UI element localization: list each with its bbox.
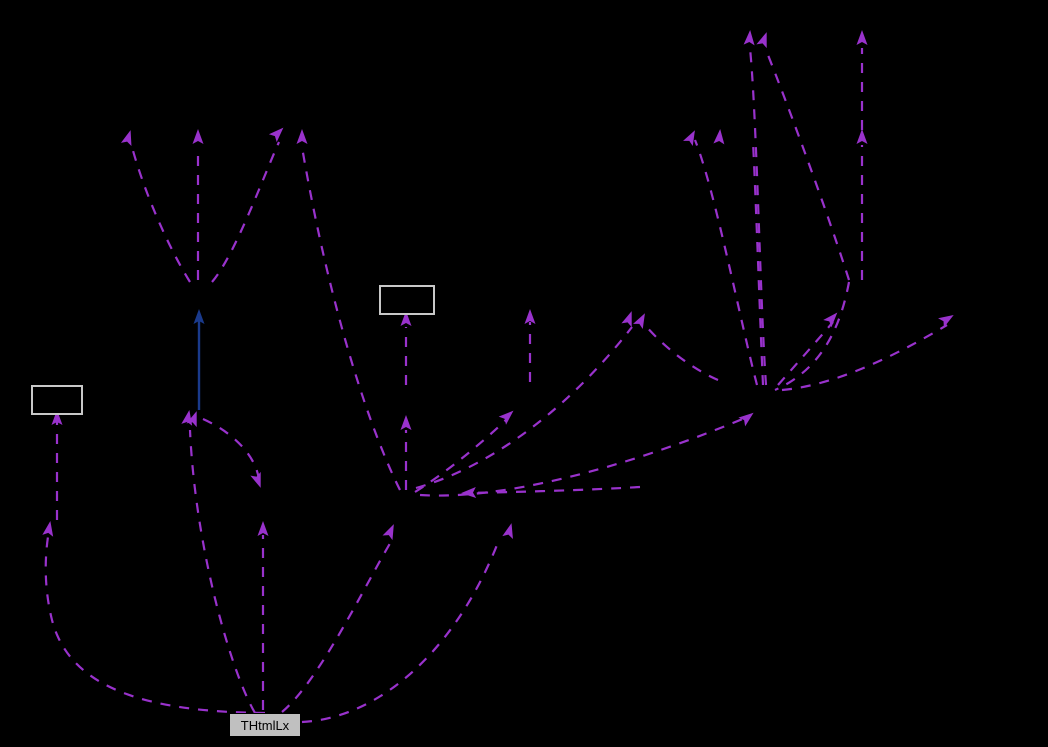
arrow-to-hub-d	[738, 412, 754, 427]
graph-edge	[202, 417, 261, 481]
graph-edge	[777, 321, 834, 386]
arrow-top-left-pair-b	[756, 32, 767, 49]
graph-edge	[419, 416, 746, 497]
graph-edge	[781, 324, 948, 392]
graph-edge	[464, 485, 641, 495]
arrow-conv-upper-b	[633, 313, 645, 330]
graph-edge	[44, 524, 266, 715]
graph-node-thtmllx[interactable]: THtmlLx	[229, 713, 301, 737]
arrow-top-vertical-1	[192, 129, 204, 144]
graph-edge	[188, 429, 256, 714]
graph-edge	[301, 544, 499, 724]
graph-edge	[644, 324, 719, 382]
arrow-hub-a-vertical	[257, 521, 269, 536]
arrow-hub-c-vertical	[400, 415, 412, 430]
arrow-to-box-left	[51, 410, 63, 425]
arrow-top-left-pair-a	[743, 30, 755, 46]
arrow-right-col-top	[856, 30, 868, 45]
arrow-top-left-diag	[120, 130, 132, 147]
graph-edge	[693, 139, 759, 386]
arrow-mid-standalone	[524, 309, 536, 324]
graph-node-box-mid[interactable]	[379, 285, 435, 315]
arrow-hub-e-right-short	[823, 312, 838, 328]
graph-node-label: THtmlLx	[240, 717, 290, 733]
arrow-to-box-mid	[400, 311, 412, 326]
arrow-right-col-mid	[856, 129, 868, 144]
graph-edge	[748, 47, 768, 386]
arrow-conv-upper-a	[621, 311, 632, 328]
graph-edge	[764, 49, 851, 281]
graph-edge	[774, 281, 851, 392]
graph-edge	[751, 141, 765, 386]
graph-node-box-left[interactable]	[31, 385, 83, 415]
arrow-far-right	[938, 314, 954, 328]
graph-edge	[300, 146, 401, 491]
graph-edge	[130, 146, 191, 283]
arrow-top-vertical-2	[296, 129, 308, 144]
graph-edge	[281, 539, 393, 713]
graph-edge	[211, 141, 281, 283]
graph-edge	[415, 326, 633, 490]
arrow-solid-hub-b	[193, 309, 205, 324]
arrow-hub-c-diag	[382, 524, 394, 541]
arrow-peak-a	[683, 130, 695, 147]
arrow-right-bottom	[502, 523, 513, 539]
arrow-to-hub-a-right	[186, 411, 197, 428]
arrow-left-pointing	[461, 487, 477, 499]
arrow-hub-a-down	[250, 471, 261, 488]
arrow-peak-b	[713, 129, 725, 145]
graph-edge	[414, 417, 509, 493]
arrow-top-diag-right	[268, 127, 284, 143]
arrow-hub-c-right-up	[498, 410, 514, 425]
arrow-left-lower	[42, 521, 54, 537]
